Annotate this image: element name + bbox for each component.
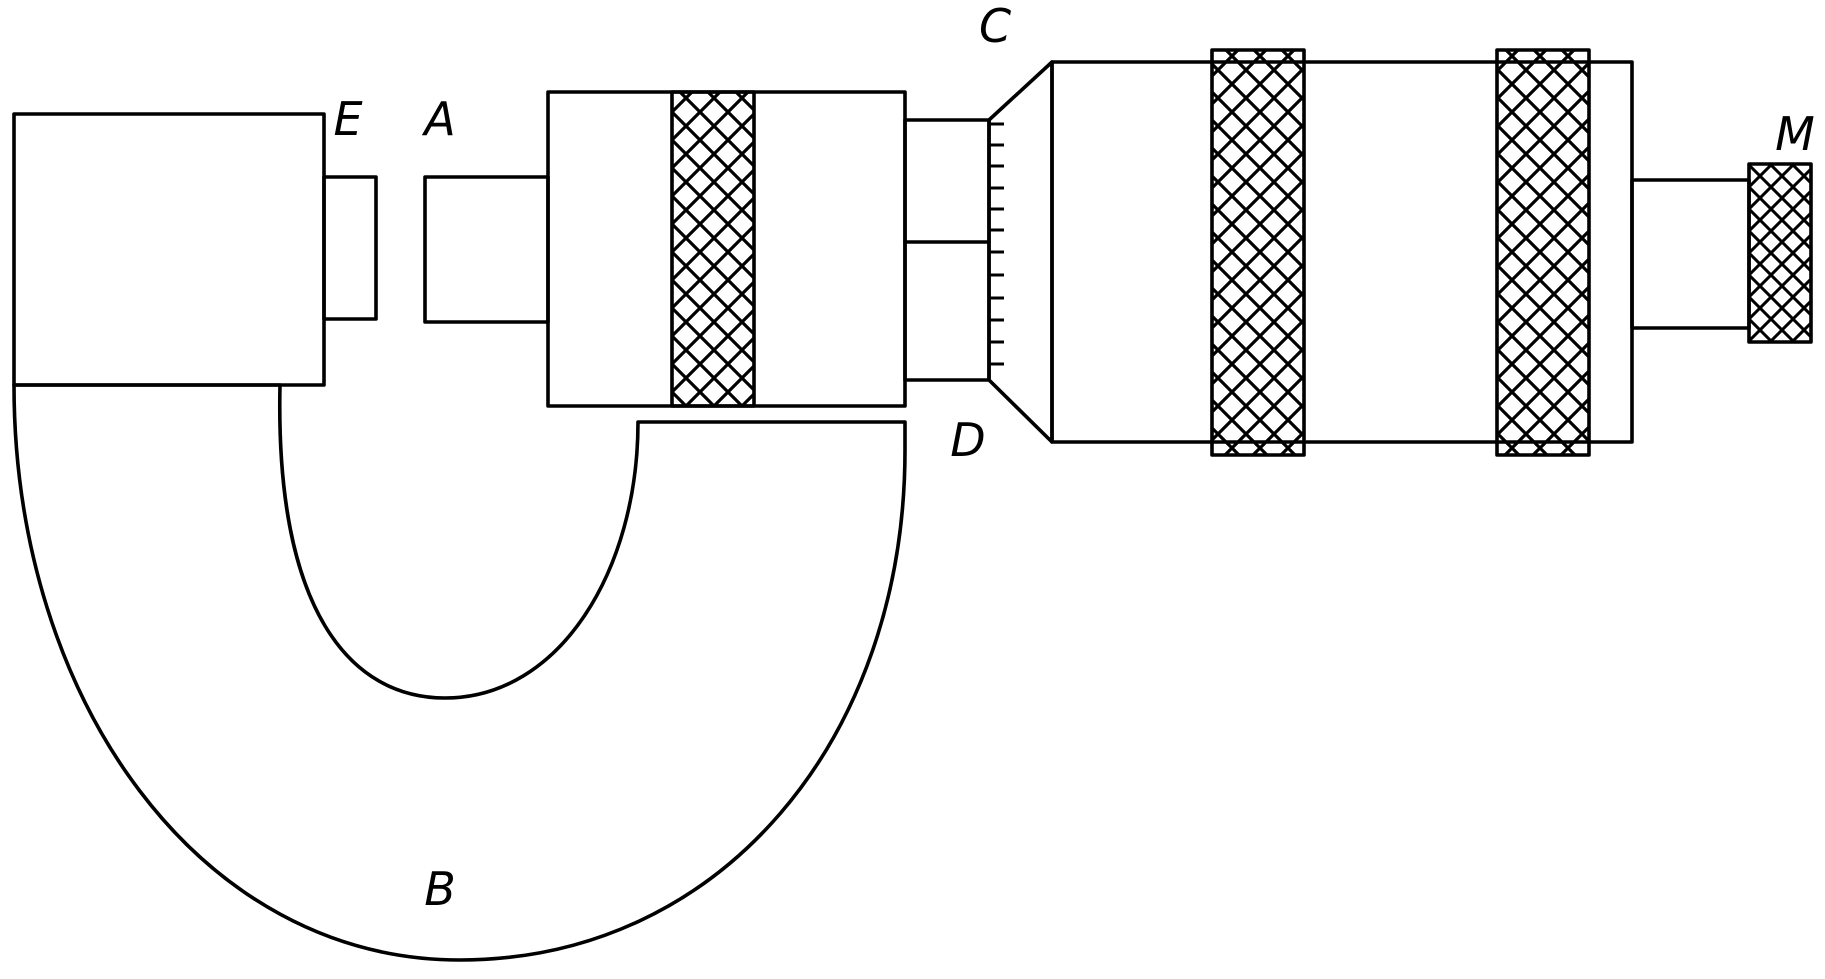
spindle [423,175,550,324]
ratchet-stem [1630,178,1751,330]
ratchet-knob [1747,162,1813,344]
label-sleeve-top: C [979,0,1011,53]
barrel [903,118,991,382]
anvil-holder-block [12,112,326,387]
label-anvil: E [333,92,362,146]
label-ratchet: M [1775,107,1815,161]
thimble-knurl-1 [1210,48,1306,457]
label-frame: B [424,862,456,916]
thimble-knurl-2 [1495,48,1591,457]
label-spindle: A [421,92,455,146]
sleeve-lock-knurl [670,90,756,408]
thimble-scale [989,122,1004,366]
label-sleeve-bottom: D [950,413,985,467]
frame [12,383,907,962]
anvil [322,175,378,321]
